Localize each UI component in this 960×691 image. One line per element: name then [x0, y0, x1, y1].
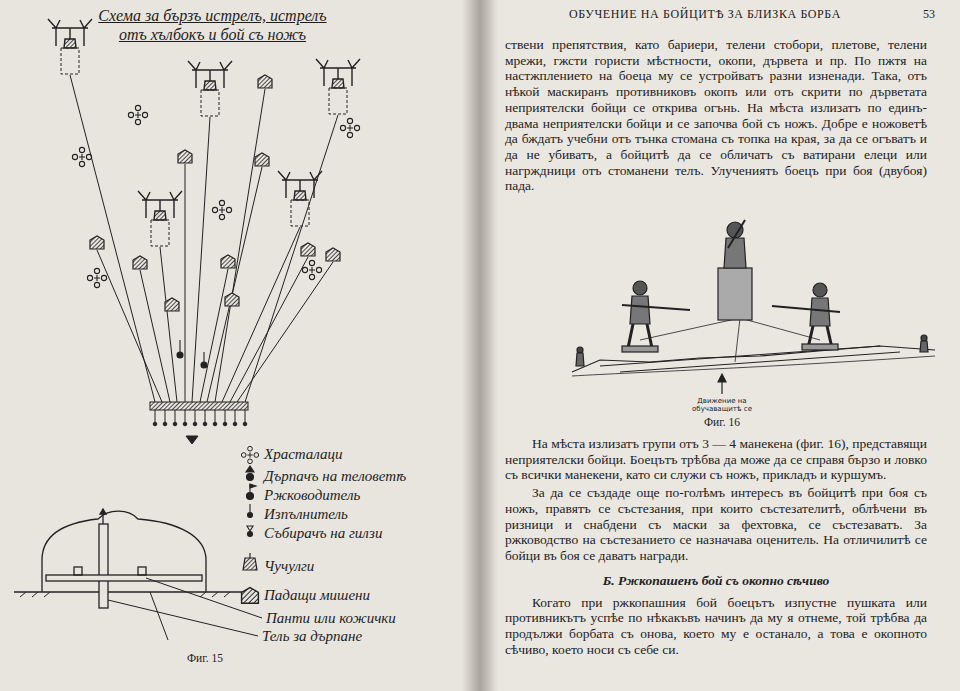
body-paragraph: За да се създаде още по-голѣмъ интересъ … — [505, 485, 927, 564]
section-heading: Б. Ржкопашенъ бой съ окопно сѣчиво — [505, 573, 927, 589]
page-number: 53 — [905, 7, 935, 22]
callout-label: Тель за дърпане — [262, 628, 452, 645]
legend-text: Чучулги — [264, 558, 454, 575]
legend-text: Храсталаци — [264, 446, 454, 463]
body-paragraph: ствени препятствия, като бариери, телени… — [505, 37, 927, 194]
running-head: ОБУЧЕНИЕ НА БОЙЦИТѢ ЗА БЛИЗКА БОРБА — [510, 7, 900, 22]
figure-caption: Фиг. 15 — [170, 652, 240, 664]
legend-text: Дърпачъ на теловетѣ — [264, 468, 454, 485]
legend-text: Ржководитель — [264, 487, 454, 504]
figure-caption: Фиг. 16 — [690, 416, 754, 428]
legend-text: Събирачъ на гилзи — [264, 525, 454, 542]
figure-title: Схема за бързъ истрелъ, истрелъ отъ хълб… — [95, 6, 330, 44]
callout-label: Панти или кожички — [266, 610, 456, 627]
body-paragraph: Когато при ржкопашния бой боецътъ изпуст… — [505, 595, 927, 658]
arrow-label: Движение на обучаващитѣ се — [687, 397, 757, 413]
legend-text: Изпълнитель — [264, 506, 454, 523]
legend-text: Падащи мишени — [264, 587, 454, 604]
body-paragraph: На мѣста излизатъ групи отъ 3 — 4 манеке… — [505, 436, 927, 483]
